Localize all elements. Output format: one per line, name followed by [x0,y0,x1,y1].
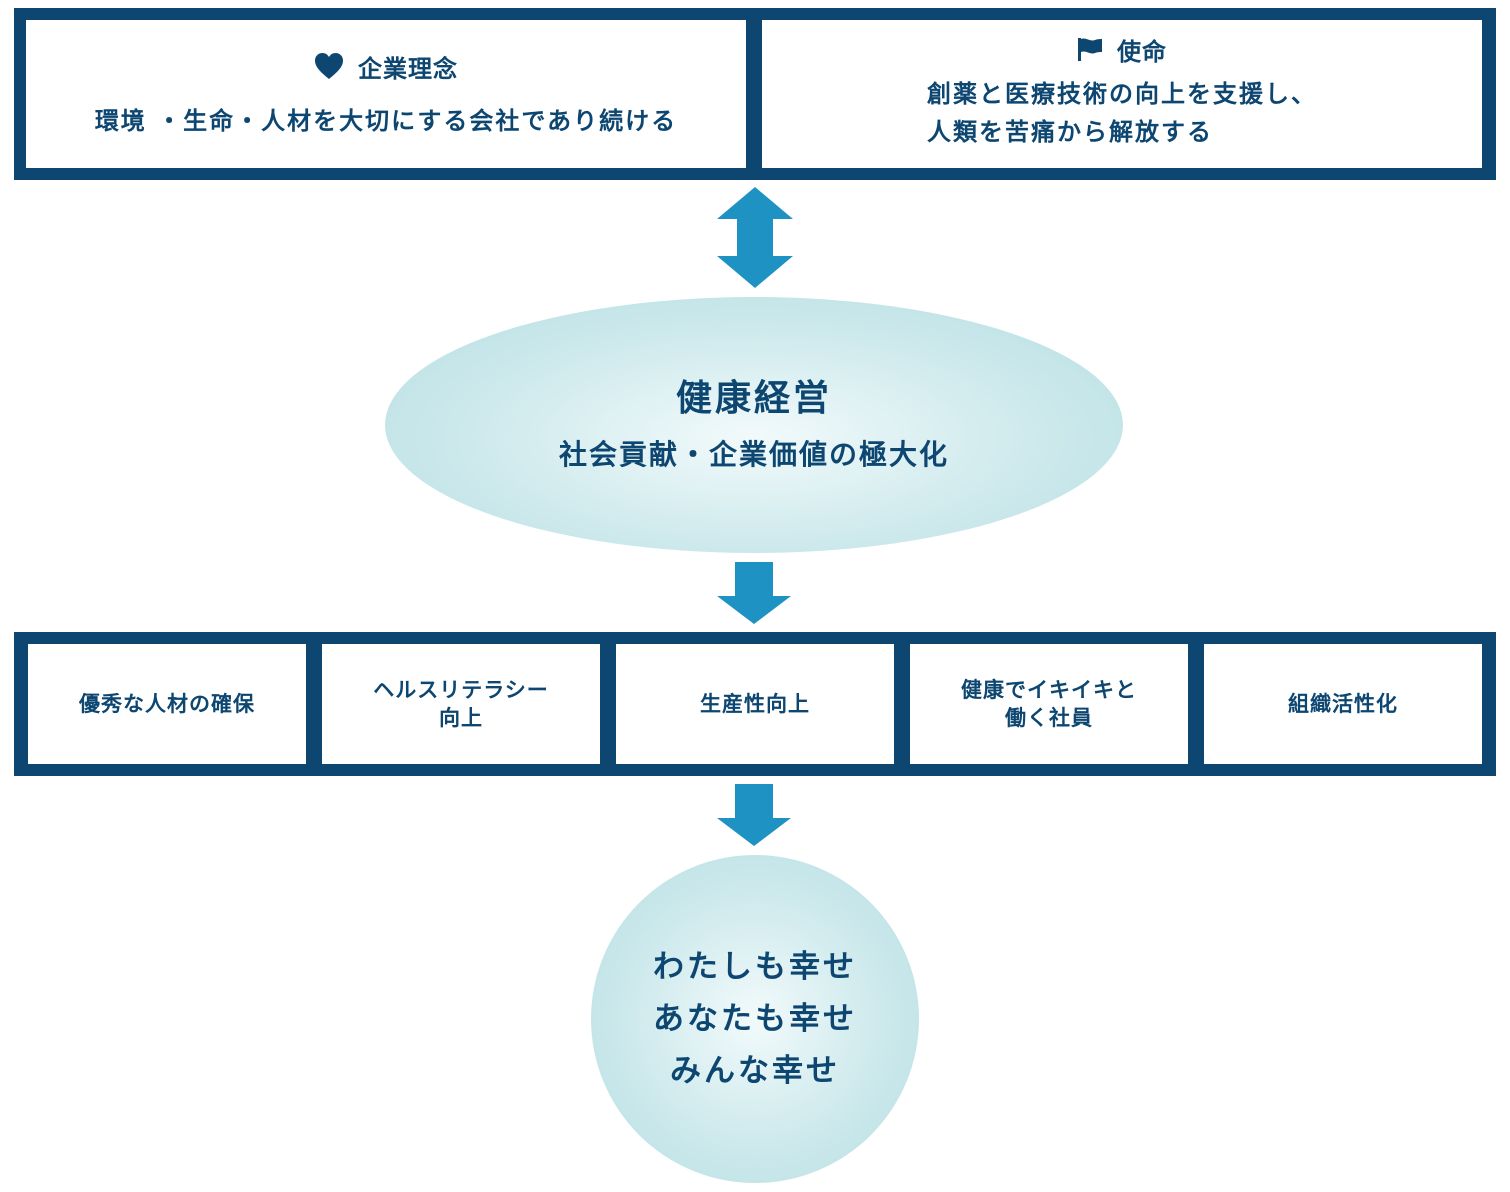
health-management-subtitle: 社会貢献・企業価値の極大化 [558,438,949,471]
mission-line: 人類を苦痛から解放する [927,117,1213,146]
pillar-label: 優秀な人材の確保 [79,692,255,716]
down-arrow-icon [717,784,791,846]
pillar-organization: 組織活性化 [1204,644,1482,764]
pillar-health-literacy: ヘルスリテラシー 向上 [322,644,600,764]
happiness-line: わたしも幸せ [653,949,857,985]
pillar-label: 生産性向上 [700,692,810,716]
pillar-label: 向上 [439,706,483,730]
pillar-label: 働く社員 [1005,706,1093,730]
mission-header: 使命 [1077,32,1167,67]
double-arrow-icon [717,187,793,288]
philosophy-text: 環境 ・生命・人材を大切にする会社であり続ける [94,106,678,135]
happiness-line: あなたも幸せ [653,1001,857,1037]
philosophy-title: 企業理念 [358,54,458,83]
mission-text: 創薬と医療技術の向上を支援し、 人類を苦痛から解放する [927,75,1317,151]
down-arrow-icon [717,562,791,624]
pillar-label: 組織活性化 [1288,692,1398,716]
pillars-frame: 優秀な人材の確保 ヘルスリテラシー 向上 生産性向上 健康でイキイキと 働く社員… [14,632,1496,776]
health-management-ellipse: 健康経営 社会貢献・企業価値の極大化 [385,297,1123,553]
pillar-label: ヘルスリテラシー [373,678,549,702]
flag-icon [1078,38,1102,61]
pillar-lively-employees: 健康でイキイキと 働く社員 [910,644,1188,764]
philosophy-card: 企業理念 環境 ・生命・人材を大切にする会社であり続ける [26,20,746,168]
happiness-line: みんな幸せ [670,1053,840,1089]
top-frame: 企業理念 環境 ・生命・人材を大切にする会社であり続ける 使命 創薬と医療技術の… [14,8,1496,180]
heart-icon [315,53,343,79]
mission-line: 創薬と医療技術の向上を支援し、 [927,79,1317,108]
pillar-talent: 優秀な人材の確保 [28,644,306,764]
mission-title: 使命 [1117,37,1167,66]
health-management-title: 健康経営 [675,378,832,419]
mission-card: 使命 創薬と医療技術の向上を支援し、 人類を苦痛から解放する [762,20,1482,168]
happiness-circle: わたしも幸せ あなたも幸せ みんな幸せ [591,855,919,1183]
philosophy-header: 企業理念 [314,49,458,84]
pillar-productivity: 生産性向上 [616,644,894,764]
pillar-label: 健康でイキイキと [961,678,1137,702]
